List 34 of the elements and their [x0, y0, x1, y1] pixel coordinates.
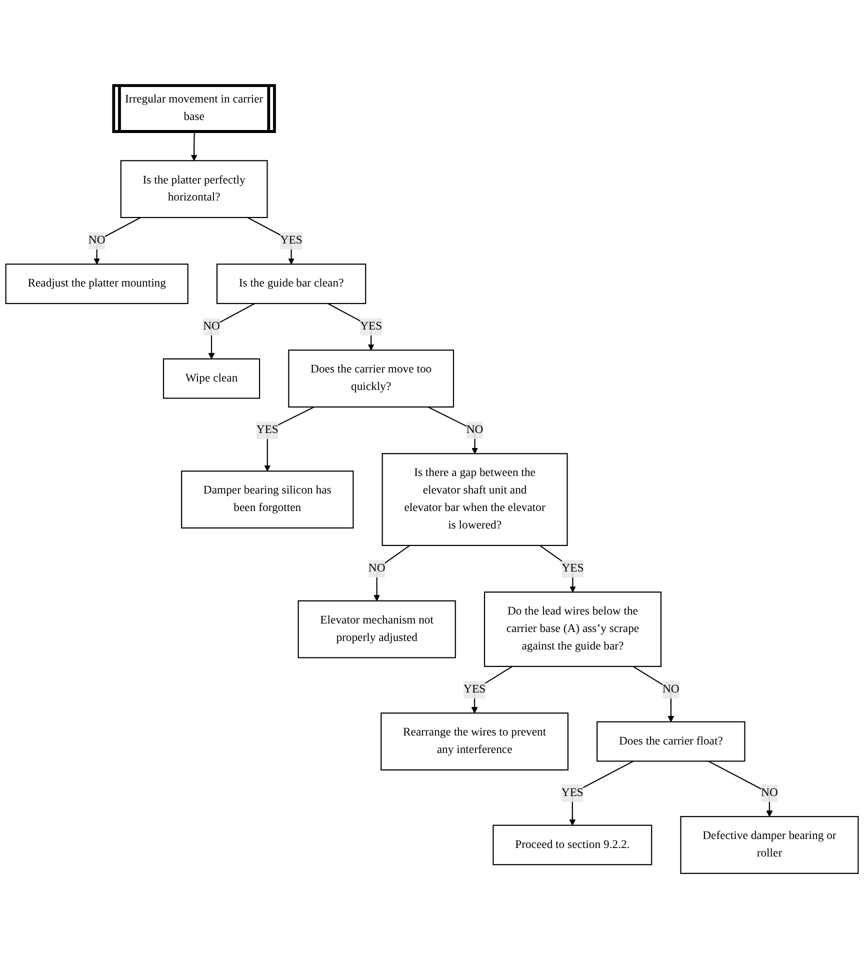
edge-label: NO: [368, 562, 386, 575]
node-box: Is there a gap between the elevator shaft unit and elevator bar when the elevator is lowered?: [382, 453, 568, 546]
node-box: Defective damper bearing or roller: [680, 816, 859, 874]
edge-label: YES: [360, 320, 382, 333]
node-box: Is the guide bar clean?: [216, 264, 366, 304]
edge-label: NO: [466, 424, 484, 436]
arrow: [708, 760, 773, 817]
arrow: [208, 303, 256, 360]
node-box: Wipe clean: [162, 358, 260, 399]
arrow: [428, 406, 478, 454]
node-box: Does the carrier move too quickly?: [288, 350, 454, 408]
arrow: [632, 666, 674, 722]
node-box: Damper bearing silicon has been forgotten: [181, 470, 354, 529]
node-box: Elevator mechanism not properly adjusted: [298, 600, 456, 658]
node-box: Proceed to section 9.2.2.: [492, 824, 652, 866]
arrow: [264, 406, 314, 472]
node-box: Does the carrier float?: [596, 721, 746, 762]
edge-label: YES: [562, 562, 584, 575]
edge-label: NO: [662, 683, 680, 696]
edge-label: YES: [256, 424, 278, 436]
edge-label: NO: [203, 320, 220, 333]
node-box: Readjust the platter mounting: [5, 264, 188, 304]
node-box: Is the platter perfectly horizontal?: [120, 160, 268, 218]
edge-label: YES: [280, 234, 302, 247]
arrow: [374, 545, 410, 602]
arrow: [190, 132, 198, 161]
arrow: [94, 217, 141, 264]
arrow: [569, 760, 634, 826]
node-box: Rearrange the wires to prevent any interference: [380, 712, 568, 770]
edge-label: NO: [88, 234, 106, 247]
edge-label: YES: [561, 786, 584, 800]
edge-label: NO: [761, 786, 778, 800]
node-box: Do the lead wires below the carrier base (A) ass’y scrape against the guide bar?: [484, 592, 662, 667]
edge-label: YES: [464, 683, 486, 696]
